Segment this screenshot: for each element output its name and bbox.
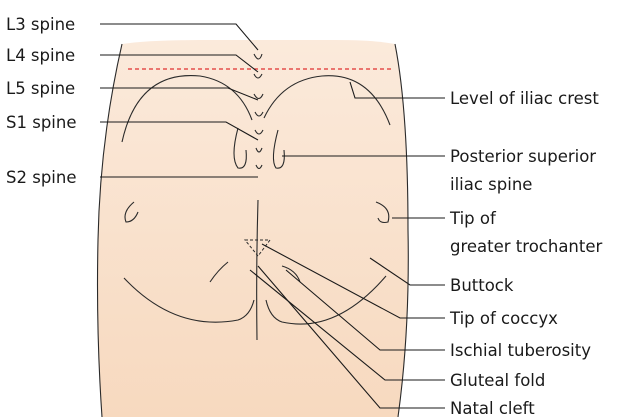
- label-psis-line1: Posterior superior: [450, 147, 596, 166]
- label-l5-spine: L5 spine: [6, 79, 75, 98]
- label-tip-of-coccyx: Tip of coccyx: [449, 309, 558, 328]
- label-trochanter-line2: greater trochanter: [450, 237, 603, 256]
- label-level-of-iliac-crest: Level of iliac crest: [450, 89, 599, 108]
- label-ischial-tuberosity: Ischial tuberosity: [450, 341, 591, 360]
- label-natal-cleft: Natal cleft: [450, 399, 535, 417]
- label-trochanter-line1: Tip of: [449, 209, 497, 228]
- label-l4-spine: L4 spine: [6, 46, 75, 65]
- label-s1-spine: S1 spine: [6, 113, 76, 132]
- label-l3-spine: L3 spine: [6, 15, 75, 34]
- label-gluteal-fold: Gluteal fold: [450, 371, 545, 390]
- label-s2-spine: S2 spine: [6, 168, 76, 187]
- label-buttock: Buttock: [450, 276, 514, 295]
- label-psis-line2: iliac spine: [450, 175, 532, 194]
